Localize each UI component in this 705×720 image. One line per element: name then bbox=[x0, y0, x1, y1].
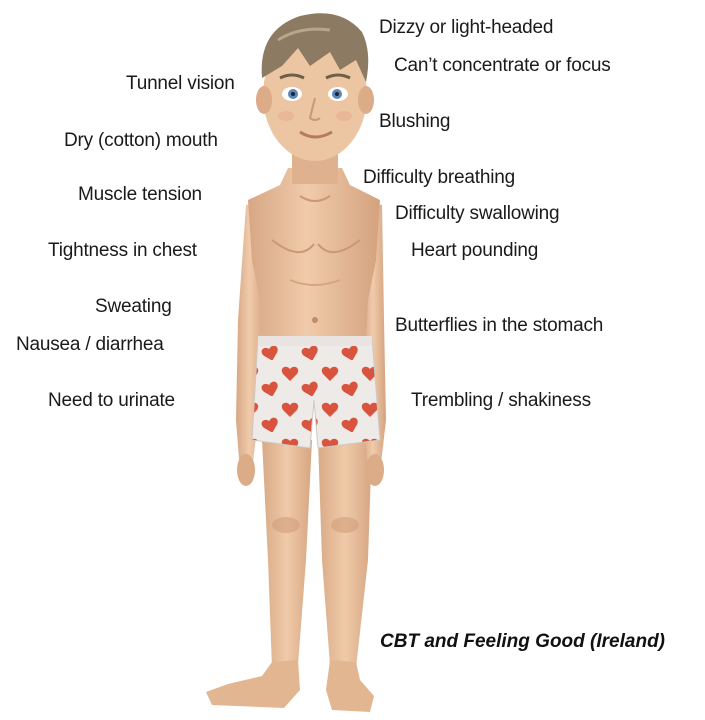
symptom-dizzy: Dizzy or light-headed bbox=[379, 18, 553, 37]
torso bbox=[248, 150, 380, 345]
symptom-dry-mouth: Dry (cotton) mouth bbox=[64, 131, 218, 150]
symptom-sweating: Sweating bbox=[95, 297, 172, 316]
head bbox=[256, 13, 374, 161]
symptom-nausea-diarrhea: Nausea / diarrhea bbox=[16, 335, 164, 354]
symptom-trembling-shakiness: Trembling / shakiness bbox=[411, 391, 591, 410]
source-credit: CBT and Feeling Good (Ireland) bbox=[380, 632, 665, 651]
legs bbox=[206, 440, 374, 712]
symptom-need-to-urinate: Need to urinate bbox=[48, 391, 175, 410]
heart-boxer-shorts bbox=[252, 336, 380, 448]
symptom-heart-pounding: Heart pounding bbox=[411, 241, 538, 260]
symptom-blushing: Blushing bbox=[379, 112, 450, 131]
symptom-tunnel-vision: Tunnel vision bbox=[126, 74, 235, 93]
symptom-difficulty-swallowing: Difficulty swallowing bbox=[395, 204, 559, 223]
symptom-muscle-tension: Muscle tension bbox=[78, 185, 202, 204]
symptom-butterflies-in-stomach: Butterflies in the stomach bbox=[395, 316, 603, 335]
symptom-tightness-in-chest: Tightness in chest bbox=[48, 241, 197, 260]
symptom-cant-concentrate: Can’t concentrate or focus bbox=[394, 56, 611, 75]
symptom-difficulty-breathing: Difficulty breathing bbox=[363, 168, 515, 187]
